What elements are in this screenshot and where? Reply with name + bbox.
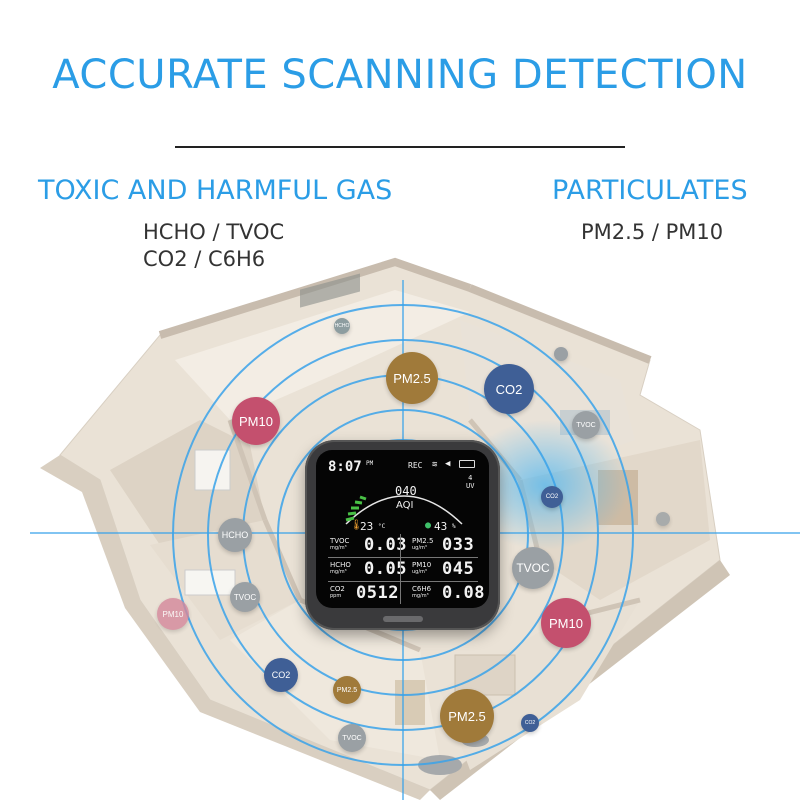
hcho-label: HCHO [330, 561, 351, 569]
clock-display: 8:07 [328, 459, 362, 475]
pm10-value: 045 [442, 559, 475, 579]
wifi-icon: ≋ [432, 460, 438, 470]
humidity-value: 43 [434, 520, 448, 533]
pm25-label-group: PM2.5 ug/m³ [412, 537, 434, 552]
battery-icon [459, 460, 475, 468]
bubble-tvoc-mid: TVOC [512, 547, 554, 589]
co2-value: 0512 [356, 583, 399, 603]
uv-label: UV [466, 482, 475, 490]
bubble-tvoc-bottom: TVOC [338, 724, 366, 752]
bubble-hcho-left: HCHO [218, 518, 252, 552]
particulates-item-1: PM2.5 / PM10 [581, 220, 724, 244]
pm10-unit: ug/m³ [412, 569, 427, 575]
scan-glow [460, 420, 630, 550]
humidity-unit: % [452, 523, 456, 530]
device-button [383, 616, 423, 622]
uv-readout: 4 UV [466, 474, 474, 490]
row-divider [328, 557, 478, 558]
bubble-pm25-small: PM2.5 [333, 676, 361, 704]
bubble-co2-tiny: CO2 [521, 714, 539, 732]
column-divider [400, 534, 401, 604]
co2-label: CO2 [330, 585, 345, 593]
tvoc-value: 0.03 [364, 535, 407, 555]
air-quality-monitor: 8:07 PM REC ≋ ◀ 4 UV 040 AQI 🌡 23 °C ● 4… [305, 440, 500, 630]
bubble-dot [656, 512, 670, 526]
thermometer-icon: 🌡 [350, 520, 363, 531]
temperature-unit: °C [378, 523, 386, 530]
uv-value: 4 [468, 474, 473, 482]
aqi-gauge [345, 495, 463, 525]
page-title: ACCURATE SCANNING DETECTION [52, 52, 748, 98]
gas-heading: TOXIC AND HARMFUL GAS [38, 175, 393, 206]
bubble-pm10-left: PM10 [232, 397, 280, 445]
clock-period: PM [366, 460, 374, 467]
temperature-value: 23 [360, 520, 374, 533]
bubble-dot [554, 347, 568, 361]
c6h6-unit: mg/m³ [412, 593, 429, 599]
gas-item-1: HCHO / TVOC [143, 220, 285, 244]
bubble-pm25-top: PM2.5 [386, 352, 438, 404]
pm10-label-group: PM10 ug/m³ [412, 561, 432, 576]
c6h6-value: 0.08 [442, 583, 485, 603]
rec-indicator: REC [408, 461, 423, 470]
aqi-label: AQI [396, 500, 414, 511]
tvoc-unit: mg/m³ [330, 545, 347, 551]
row-divider [328, 581, 478, 582]
co2-label-group: CO2 ppm [330, 585, 345, 600]
bubble-pm10-faded: PM10 [157, 598, 189, 630]
tvoc-label: TVOC [330, 537, 350, 545]
aqi-value: 040 [395, 484, 417, 498]
bubble-pm25-bottom: PM2.5 [440, 689, 494, 743]
bubble-tvoc-left: TVOC [230, 582, 260, 612]
pm10-label: PM10 [412, 561, 432, 569]
bubble-tvoc-right: TVOC [572, 411, 600, 439]
tvoc-label-group: TVOC mg/m³ [330, 537, 350, 552]
bubble-co2-bottom: CO2 [264, 658, 298, 692]
bubble-co2-small: CO2 [541, 486, 563, 508]
co2-unit: ppm [330, 593, 342, 599]
pm25-label: PM2.5 [412, 537, 434, 545]
particulates-heading: PARTICULATES [552, 175, 748, 206]
bubble-hcho-small: HCHO [334, 318, 350, 334]
hcho-unit: mg/m³ [330, 569, 347, 575]
c6h6-label: C6H6 [412, 585, 432, 593]
hcho-label-group: HCHO mg/m³ [330, 561, 351, 576]
gas-item-2: CO2 / C6H6 [143, 247, 266, 271]
hcho-value: 0.05 [364, 559, 407, 579]
speaker-icon: ◀ [445, 459, 451, 469]
bubble-pm10-right: PM10 [541, 598, 591, 648]
title-divider [175, 146, 625, 148]
c6h6-label-group: C6H6 mg/m³ [412, 585, 432, 600]
monitor-screen: 8:07 PM REC ≋ ◀ 4 UV 040 AQI 🌡 23 °C ● 4… [316, 450, 489, 608]
pm25-unit: ug/m³ [412, 545, 427, 551]
pm25-value: 033 [442, 535, 475, 555]
humidity-icon: ● [425, 520, 432, 531]
bubble-co2-top: CO2 [484, 364, 534, 414]
